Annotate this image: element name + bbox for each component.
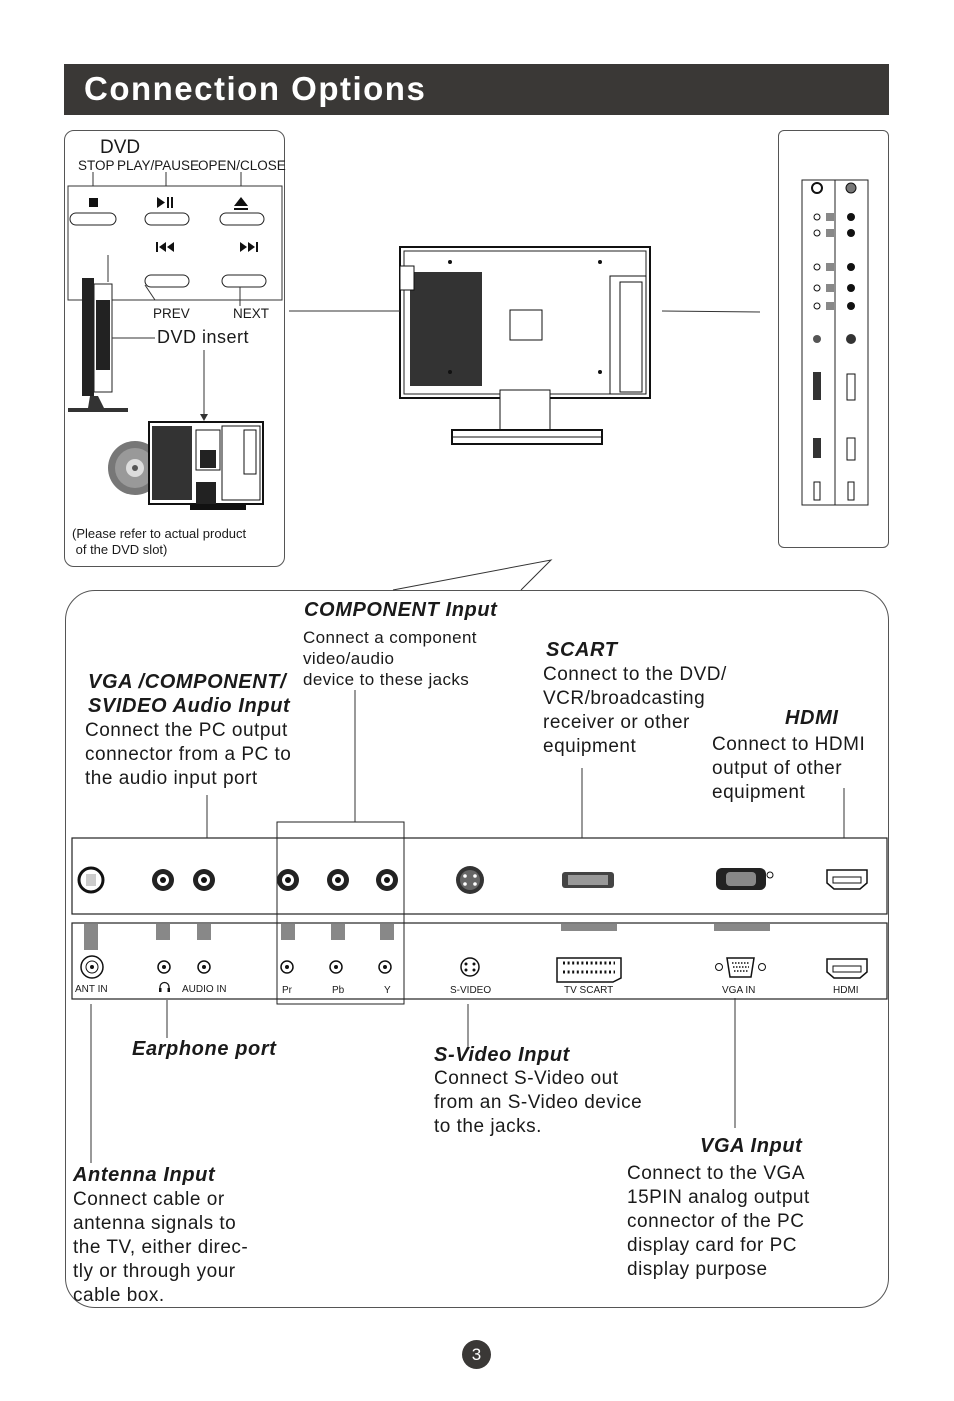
port-label-ant-in: ANT IN [75,984,108,995]
antenna-desc: Connect cable or antenna signals to the … [73,1189,249,1306]
antenna-title: Antenna Input [73,1164,216,1186]
port-label-hdmi: HDMI [833,985,859,996]
component-connectors-upper [277,869,398,891]
port-label-audio-in: AUDIO IN [182,984,227,995]
ant-in-connector-upper [77,866,105,894]
side-panel [778,130,889,548]
dvd-insert-label: DVD insert [157,327,250,347]
svideo-connector-upper [456,866,484,894]
scart-title: SCART [546,639,618,661]
vga-jack [715,957,766,978]
page-title: Connection Options [84,70,427,107]
headphone-icon [159,981,170,992]
audio-in-jacks [157,960,211,974]
side-jack-strip [801,179,869,506]
plug-stubs [84,924,770,950]
vga-title: VGA Input [700,1135,803,1157]
port-label-svideo: S-VIDEO [450,985,492,996]
prev-label: PREV [153,306,190,321]
stop-icon [89,198,98,207]
port-label-tv-scart: TV SCART [564,985,614,996]
component-title: COMPONENT Input [304,599,498,621]
connections-panel [65,590,889,1308]
ant-in-jack [80,955,104,979]
vga-desc: Connect to the VGA 15PIN analog output c… [627,1163,810,1280]
vga-audio-desc: Connect the PC output connector from a P… [85,720,292,789]
scart-desc: Connect to the DVD/ VCR/broadcasting rec… [543,664,727,757]
next-label: NEXT [233,306,270,321]
scart-connector-upper [562,872,614,888]
earphone-title: Earphone port [132,1038,277,1060]
tv-back-small [148,421,264,510]
next-icon [240,242,258,252]
hdmi-desc: Connect to HDMI output of other equipmen… [712,734,866,803]
audio-connectors-upper [152,869,215,891]
tv-side-view [68,278,155,412]
port-label-y: Y [384,985,391,996]
eject-icon [234,197,248,210]
open-close-label: OPEN/CLOSE [198,158,286,173]
header-bar [64,64,889,115]
page-number: 3 [462,1340,491,1369]
component-jacks [280,960,392,974]
svideo-desc: Connect S-Video out from an S-Video devi… [434,1068,643,1137]
stop-label: STOP [78,158,115,173]
play-pause-icon [157,197,173,208]
scart-jack [556,957,622,983]
component-desc: Connect a component video/audio device t… [303,628,477,689]
port-label-pb: Pb [332,985,345,996]
port-label-pr: Pr [282,985,292,996]
dvd-title: DVD [100,137,141,158]
vga-connector-upper [716,868,774,890]
tv-back-view [399,246,651,445]
hdmi-title: HDMI [785,707,839,729]
prev-icon [156,242,174,252]
vga-audio-title: VGA /COMPONENT/ SVIDEO Audio Input [88,671,291,717]
hdmi-connector-upper [826,869,868,890]
dvd-panel [64,130,285,567]
hdmi-jack [826,958,868,979]
dvd-note: (Please refer to actual product of the D… [72,526,247,557]
play-pause-label: PLAY/PAUSE [117,158,200,173]
svideo-title: S-Video Input [434,1044,570,1066]
port-label-vga-in: VGA IN [722,985,756,996]
svideo-jack [460,957,480,977]
